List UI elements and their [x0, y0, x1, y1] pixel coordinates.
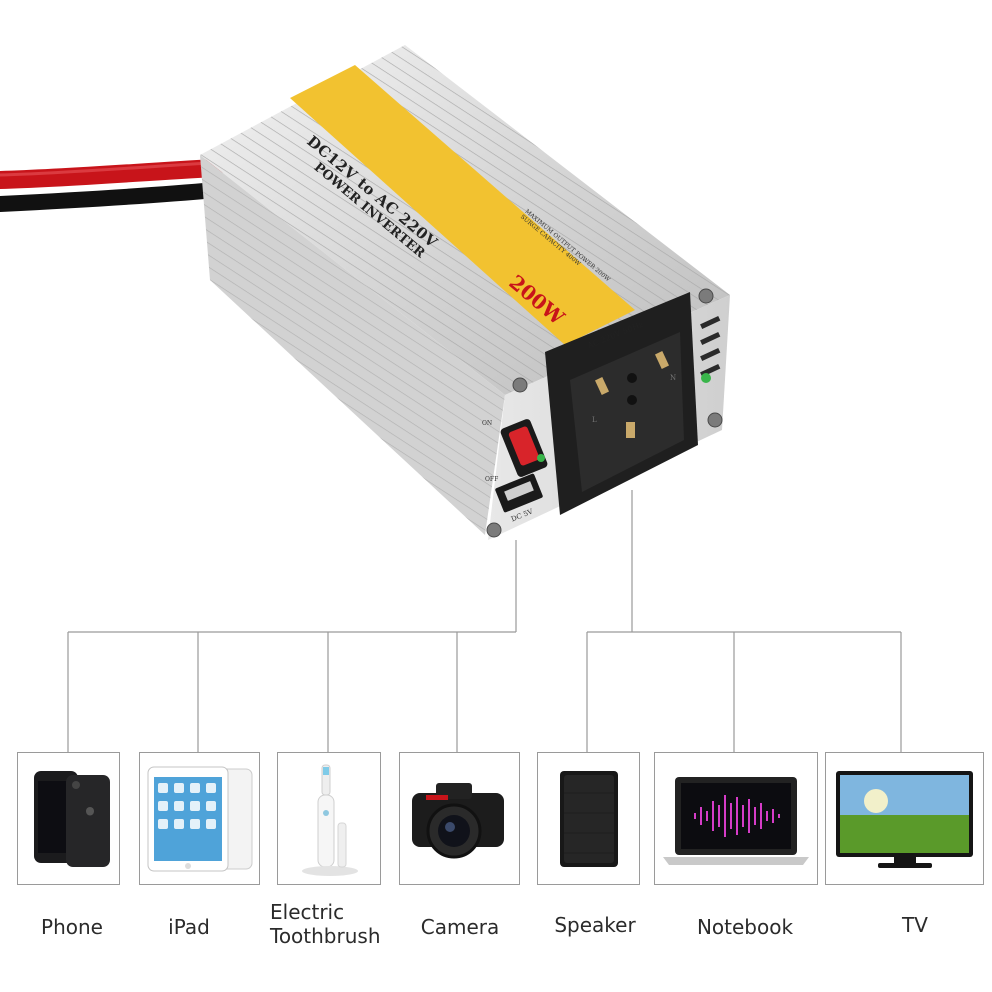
status-led: [537, 454, 545, 462]
phone-icon: [34, 771, 110, 867]
device-label-speaker: Speaker: [554, 913, 636, 937]
red-cable: [0, 159, 224, 212]
device-box-toothbrush: [277, 752, 381, 885]
tablet-icon: [147, 766, 253, 872]
device-box-speaker: [537, 752, 640, 885]
device-label-phone: Phone: [41, 915, 103, 939]
switch-off-label: OFF: [485, 476, 499, 483]
device-label-toothbrush: Electric Toothbrush: [270, 900, 381, 948]
switch-on-label: ON: [482, 420, 493, 427]
device-label-ipad: iPad: [168, 915, 210, 939]
tv-icon: [836, 771, 973, 868]
device-box-phone: [17, 752, 120, 885]
inverter-label: [290, 65, 635, 345]
device-label-tv: TV: [902, 913, 928, 937]
speaker-icon: [560, 771, 618, 867]
camera-icon: [412, 783, 504, 859]
socket-l-label: L: [592, 416, 597, 424]
device-box-camera: [399, 752, 520, 885]
device-box-ipad: [139, 752, 260, 885]
device-label-notebook: Notebook: [696, 915, 794, 939]
device-box-notebook: [654, 752, 818, 885]
socket-n-label: N: [670, 374, 677, 382]
status-led: [701, 373, 711, 383]
laptop-icon: [663, 777, 809, 865]
device-label-camera: Camera: [420, 915, 500, 939]
toothbrush-icon: [302, 764, 358, 876]
device-box-tv: [825, 752, 984, 885]
